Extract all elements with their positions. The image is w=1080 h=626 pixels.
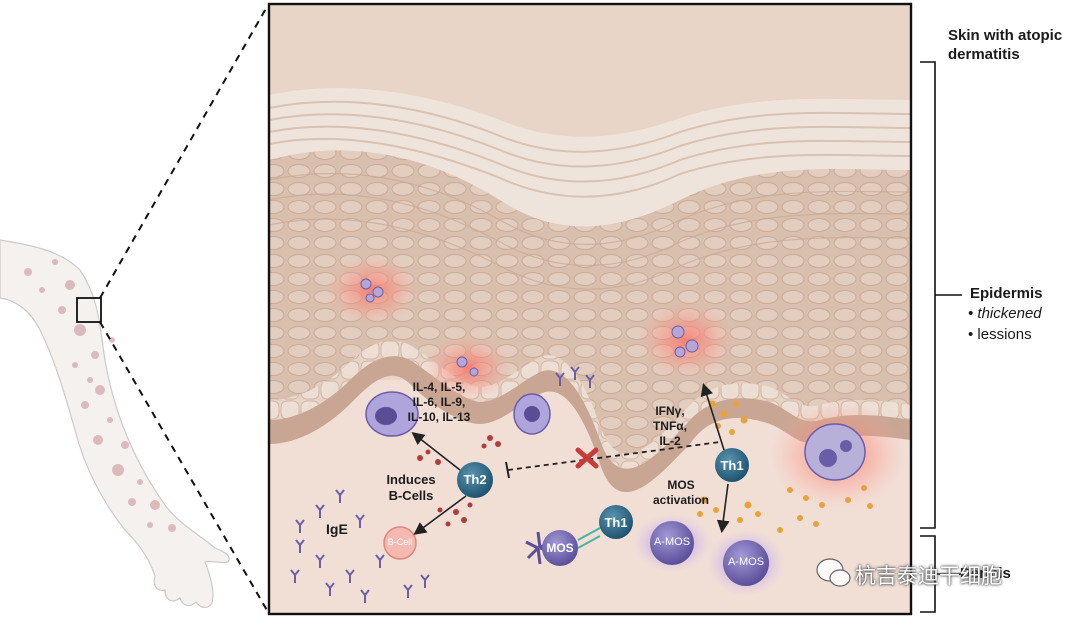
- th1-upper-label: Th1: [720, 458, 744, 473]
- bullet-lessions-text: lessions: [977, 326, 1032, 343]
- th1-cytokine-line-1: IFNγ,: [655, 404, 685, 418]
- skin-title-line1: Skin with atopic: [948, 27, 1063, 44]
- cytokine-line-1: IL-4, IL-5,: [412, 380, 466, 394]
- side-brackets: [920, 61, 962, 613]
- th1-cytokine-line-2: TNFα,: [652, 419, 688, 433]
- bullet-thickened-text: thickened: [977, 305, 1042, 322]
- cytokine-line-2: IL-6, IL-9,: [412, 395, 466, 409]
- th1-cytokines: IFNγ, TNFα, IL-2: [644, 404, 696, 449]
- cytokine-line-3: IL-10, IL-13: [407, 410, 471, 424]
- antibody-cluster-left: [290, 366, 595, 603]
- th2-label: Th2: [463, 472, 487, 487]
- th2-cell: [457, 462, 493, 498]
- blocked-x-icon: [575, 447, 599, 469]
- th1-cytokine-line-3: IL-2: [659, 434, 681, 448]
- b-cell: [383, 526, 417, 560]
- arm-illustration: [0, 239, 230, 608]
- mos-activation-line2: activation: [652, 493, 709, 507]
- th2-cytokines: IL-4, IL-5, IL-6, IL-9, IL-10, IL-13: [398, 380, 480, 425]
- dermis-label: Dermis: [960, 565, 1011, 582]
- amos-cell-right: [723, 540, 769, 586]
- skin-title: Skin with atopic dermatitis: [948, 26, 1078, 64]
- wechat-icon: [816, 558, 851, 587]
- mos-label: MOS: [546, 541, 574, 555]
- skin-panel: [269, 4, 911, 614]
- zoom-lines: [99, 4, 269, 613]
- amos-left-label: A-MOS: [653, 536, 691, 548]
- bullet-lessions: • lessions: [968, 326, 1032, 343]
- induces-line1: Induces: [386, 472, 436, 487]
- bullet-thickened: • thickened: [968, 305, 1042, 322]
- amos-right-label: A-MOS: [727, 556, 765, 568]
- mos-cell: [525, 530, 578, 566]
- mos-activation-label: MOS activation: [648, 478, 714, 508]
- panel-border: [267, 2, 913, 616]
- mos-activation-line1: MOS: [667, 478, 695, 492]
- ige-label: IgE: [326, 521, 348, 537]
- watermark-text: 杭吉泰迪干细胞: [855, 564, 1002, 588]
- skin-title-line2: dermatitis: [948, 46, 1020, 63]
- induces-line2: B-Cells: [388, 488, 434, 503]
- amos-cell-left: [650, 521, 694, 565]
- induces-bcells-label: Induces B-Cells: [376, 472, 446, 504]
- th1-cell-upper: [715, 448, 749, 482]
- th1-lower-label: Th1: [604, 515, 628, 530]
- bcell-label: B-Cell: [387, 537, 413, 547]
- epidermis-label: Epidermis: [970, 285, 1043, 302]
- th1-cell-lower: [599, 505, 633, 539]
